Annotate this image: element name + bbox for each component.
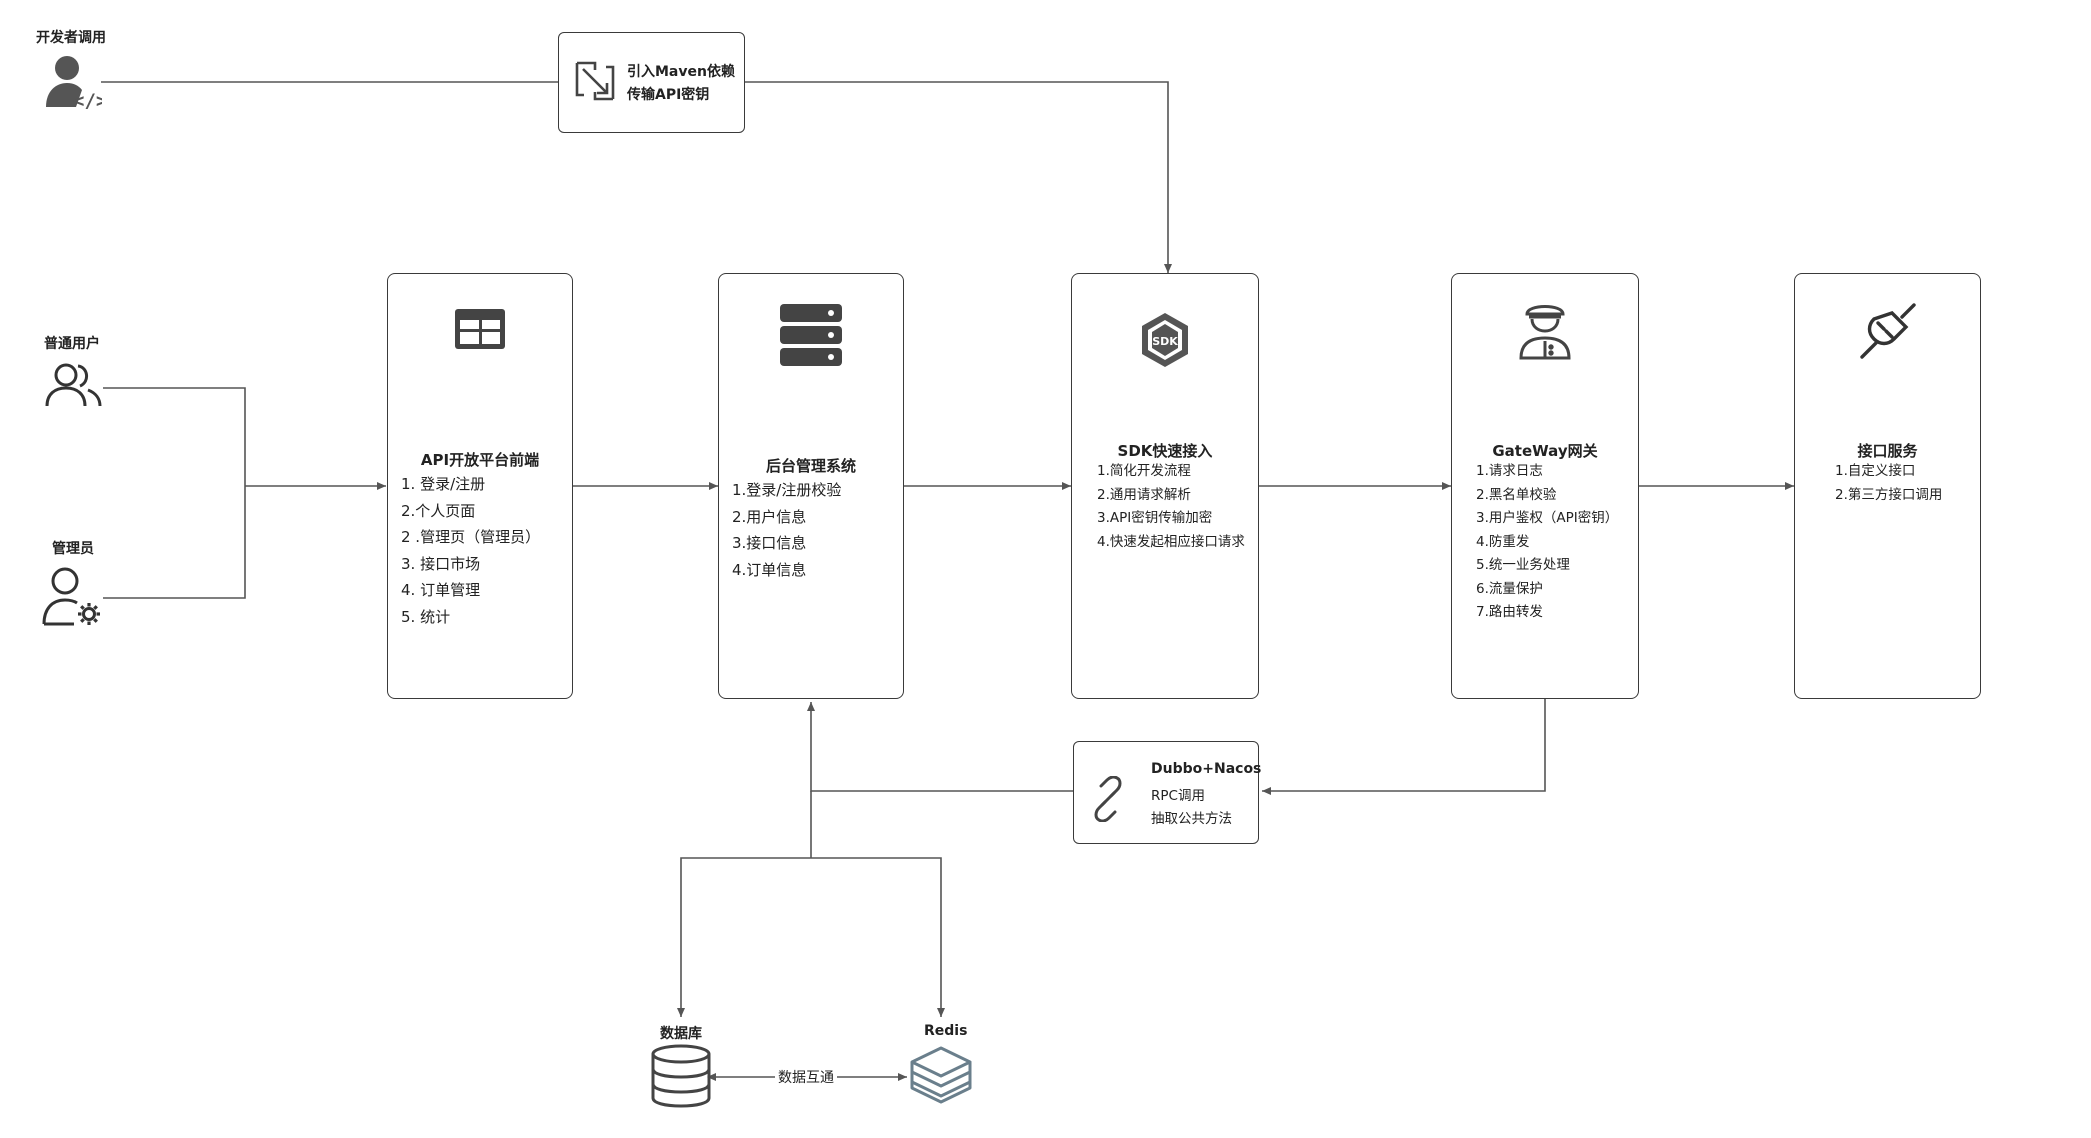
users-icon (44, 362, 104, 414)
list-item: 2.黑名单校验 (1476, 486, 1557, 503)
list-item: 2.用户信息 (732, 507, 807, 526)
database-icon (650, 1044, 712, 1112)
maven-note: 引入Maven依赖 传输API密钥 (558, 32, 745, 133)
svg-text:SDK: SDK (1152, 335, 1178, 348)
list-item: 3.接口信息 (732, 534, 807, 552)
maven-note-line2: 传输API密钥 (627, 87, 710, 103)
sdk-title: SDK快速接入 (1117, 442, 1213, 460)
service-feature-list: 1.自定义接口 2.第三方接口调用 (1835, 460, 1942, 507)
edge-backend-redis (811, 857, 945, 1017)
actor-label-developer: 开发者调用 (36, 30, 106, 46)
list-item: 1.简化开发流程 (1097, 463, 1191, 479)
list-item: 2 .管理页（管理员） (401, 528, 541, 546)
list-item: 1.自定义接口 (1835, 463, 1916, 479)
actor-label-admin: 管理员 (52, 541, 94, 557)
rpc-note-line2: 抽取公共方法 (1151, 811, 1232, 827)
sdk-icon: SDK (1139, 311, 1191, 373)
frontend-feature-list: 1. 登录/注册 2.个人页面 2 .管理页（管理员） 3. 接口市场 4. 订… (401, 471, 540, 630)
interface-service-box: 接口服务 1.自定义接口 2.第三方接口调用 (1794, 273, 1981, 699)
list-item: 4.快速发起相应接口请求 (1097, 533, 1245, 550)
gateway-title: GateWay网关 (1492, 442, 1598, 460)
link-transfer-icon (573, 59, 617, 107)
svg-text:</>: </> (73, 90, 102, 111)
list-item: 4. 订单管理 (401, 581, 481, 599)
rpc-note-line1: RPC调用 (1151, 788, 1205, 804)
edge-rpc-backend (807, 702, 1073, 792)
edge-user-merge (103, 387, 246, 599)
edge-backend-database (677, 857, 811, 1017)
redis-label: Redis (924, 1023, 968, 1039)
backend-box: 后台管理系统 1.登录/注册校验 2.用户信息 3.接口信息 4.订单信息 (718, 273, 904, 699)
sdk-feature-list: 1.简化开发流程 2.通用请求解析 3.API密钥传输加密 4.快速发起相应接口… (1097, 460, 1245, 554)
edge-gateway-rpc (1262, 698, 1546, 795)
list-item: 5.统一业务处理 (1476, 557, 1570, 573)
list-item: 2.第三方接口调用 (1835, 486, 1943, 503)
database-label: 数据库 (660, 1026, 702, 1042)
list-item: 2.通用请求解析 (1097, 486, 1191, 503)
gateway-box: GateWay网关 1.请求日志 2.黑名单校验 3.用户鉴权（API密钥） 4… (1451, 273, 1639, 699)
rpc-note: Dubbo+Nacos RPC调用 抽取公共方法 (1073, 741, 1262, 844)
redis-layers-icon (909, 1044, 973, 1110)
list-item: 3.用户鉴权（API密钥） (1476, 510, 1619, 526)
frontend-title: API开放平台前端 (420, 451, 540, 469)
chain-link-icon (1085, 775, 1131, 826)
gateway-feature-list: 1.请求日志 2.黑名单校验 3.用户鉴权（API密钥） 4.防重发 5.统一业… (1476, 460, 1618, 625)
list-item: 6.流量保护 (1476, 580, 1543, 597)
list-item: 3.API密钥传输加密 (1097, 510, 1213, 526)
plug-icon (1856, 299, 1920, 367)
list-item: 4.防重发 (1476, 533, 1530, 550)
rpc-note-title: Dubbo+Nacos (1151, 761, 1262, 777)
data-sync-label: 数据互通 (775, 1067, 837, 1087)
edge-maven-sdk (745, 81, 1172, 273)
list-item: 1.请求日志 (1476, 463, 1543, 479)
server-icon (779, 303, 843, 371)
guard-icon (1517, 301, 1573, 365)
backend-feature-list: 1.登录/注册校验 2.用户信息 3.接口信息 4.订单信息 (732, 477, 841, 583)
web-layout-icon (453, 307, 507, 355)
sdk-box: SDK SDK快速接入 1.简化开发流程 2.通用请求解析 3.API密钥传输加… (1071, 273, 1259, 699)
list-item: 1. 登录/注册 (401, 475, 486, 493)
developer-code-icon: </> (40, 55, 107, 115)
actor-label-normal-user: 普通用户 (44, 336, 100, 352)
list-item: 4.订单信息 (732, 560, 807, 579)
admin-gear-icon (40, 566, 104, 632)
backend-title: 后台管理系统 (765, 457, 856, 475)
maven-note-line1: 引入Maven依赖 (627, 64, 735, 80)
service-title: 接口服务 (1857, 442, 1918, 460)
frontend-box: API开放平台前端 1. 登录/注册 2.个人页面 2 .管理页（管理员） 3.… (387, 273, 573, 699)
list-item: 7.路由转发 (1476, 604, 1543, 620)
list-item: 2.个人页面 (401, 501, 476, 520)
list-item: 3. 接口市场 (401, 554, 481, 573)
list-item: 1.登录/注册校验 (732, 481, 842, 499)
list-item: 5. 统计 (401, 607, 451, 626)
